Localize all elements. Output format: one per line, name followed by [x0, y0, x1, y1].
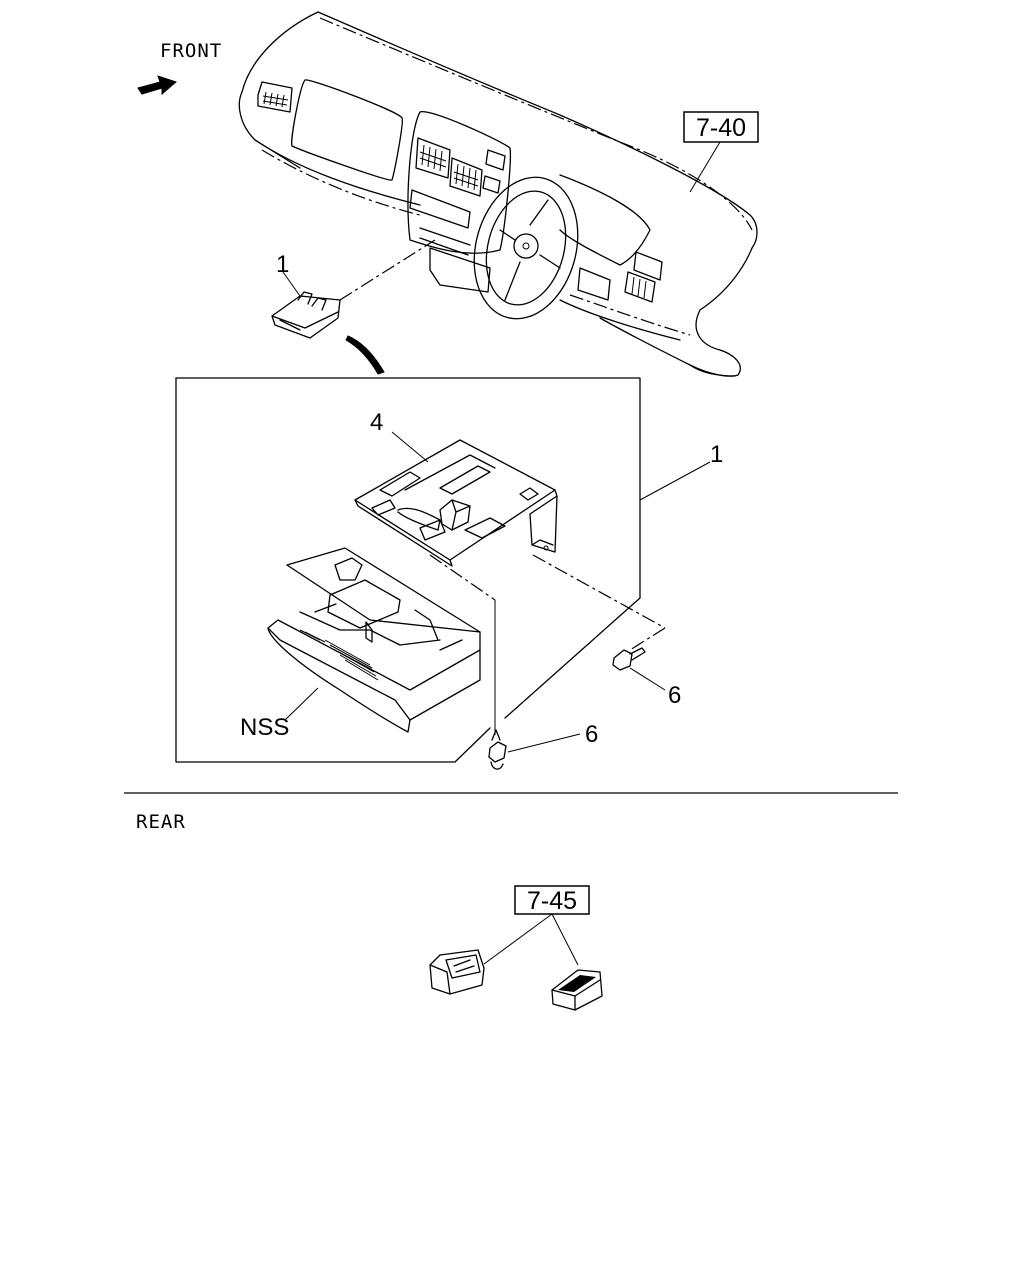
callout-nss: NSS: [240, 714, 289, 741]
screw-6-right: 6: [612, 647, 681, 709]
callout-part-6-bottom: 6: [585, 721, 598, 748]
rear-label: REAR: [136, 811, 186, 833]
detail-box: 1: [175, 377, 723, 763]
front-label: FRONT: [160, 40, 222, 62]
screw-6-bottom: 6: [488, 721, 598, 770]
part-4-bracket: 4: [354, 409, 666, 735]
reference-7-45-label: 7-45: [527, 887, 577, 915]
reference-7-40-label: 7-40: [696, 114, 746, 142]
part-1-small: 1: [271, 239, 436, 339]
callout-part-1-top: 1: [276, 251, 289, 278]
instrument-panel: [238, 11, 758, 377]
glove-box-nss: NSS: [240, 547, 481, 741]
callout-part-6-right: 6: [668, 682, 681, 709]
rear-ashtray-right: [551, 969, 603, 1011]
reference-7-45: 7-45: [483, 885, 590, 966]
arrow-front-icon: [137, 75, 177, 96]
callout-part-1-box: 1: [710, 441, 723, 468]
curved-arrow-icon: [345, 335, 385, 375]
callout-part-4: 4: [370, 409, 383, 436]
rear-ashtray-left: [429, 949, 485, 995]
reference-7-40: 7-40: [683, 111, 759, 193]
